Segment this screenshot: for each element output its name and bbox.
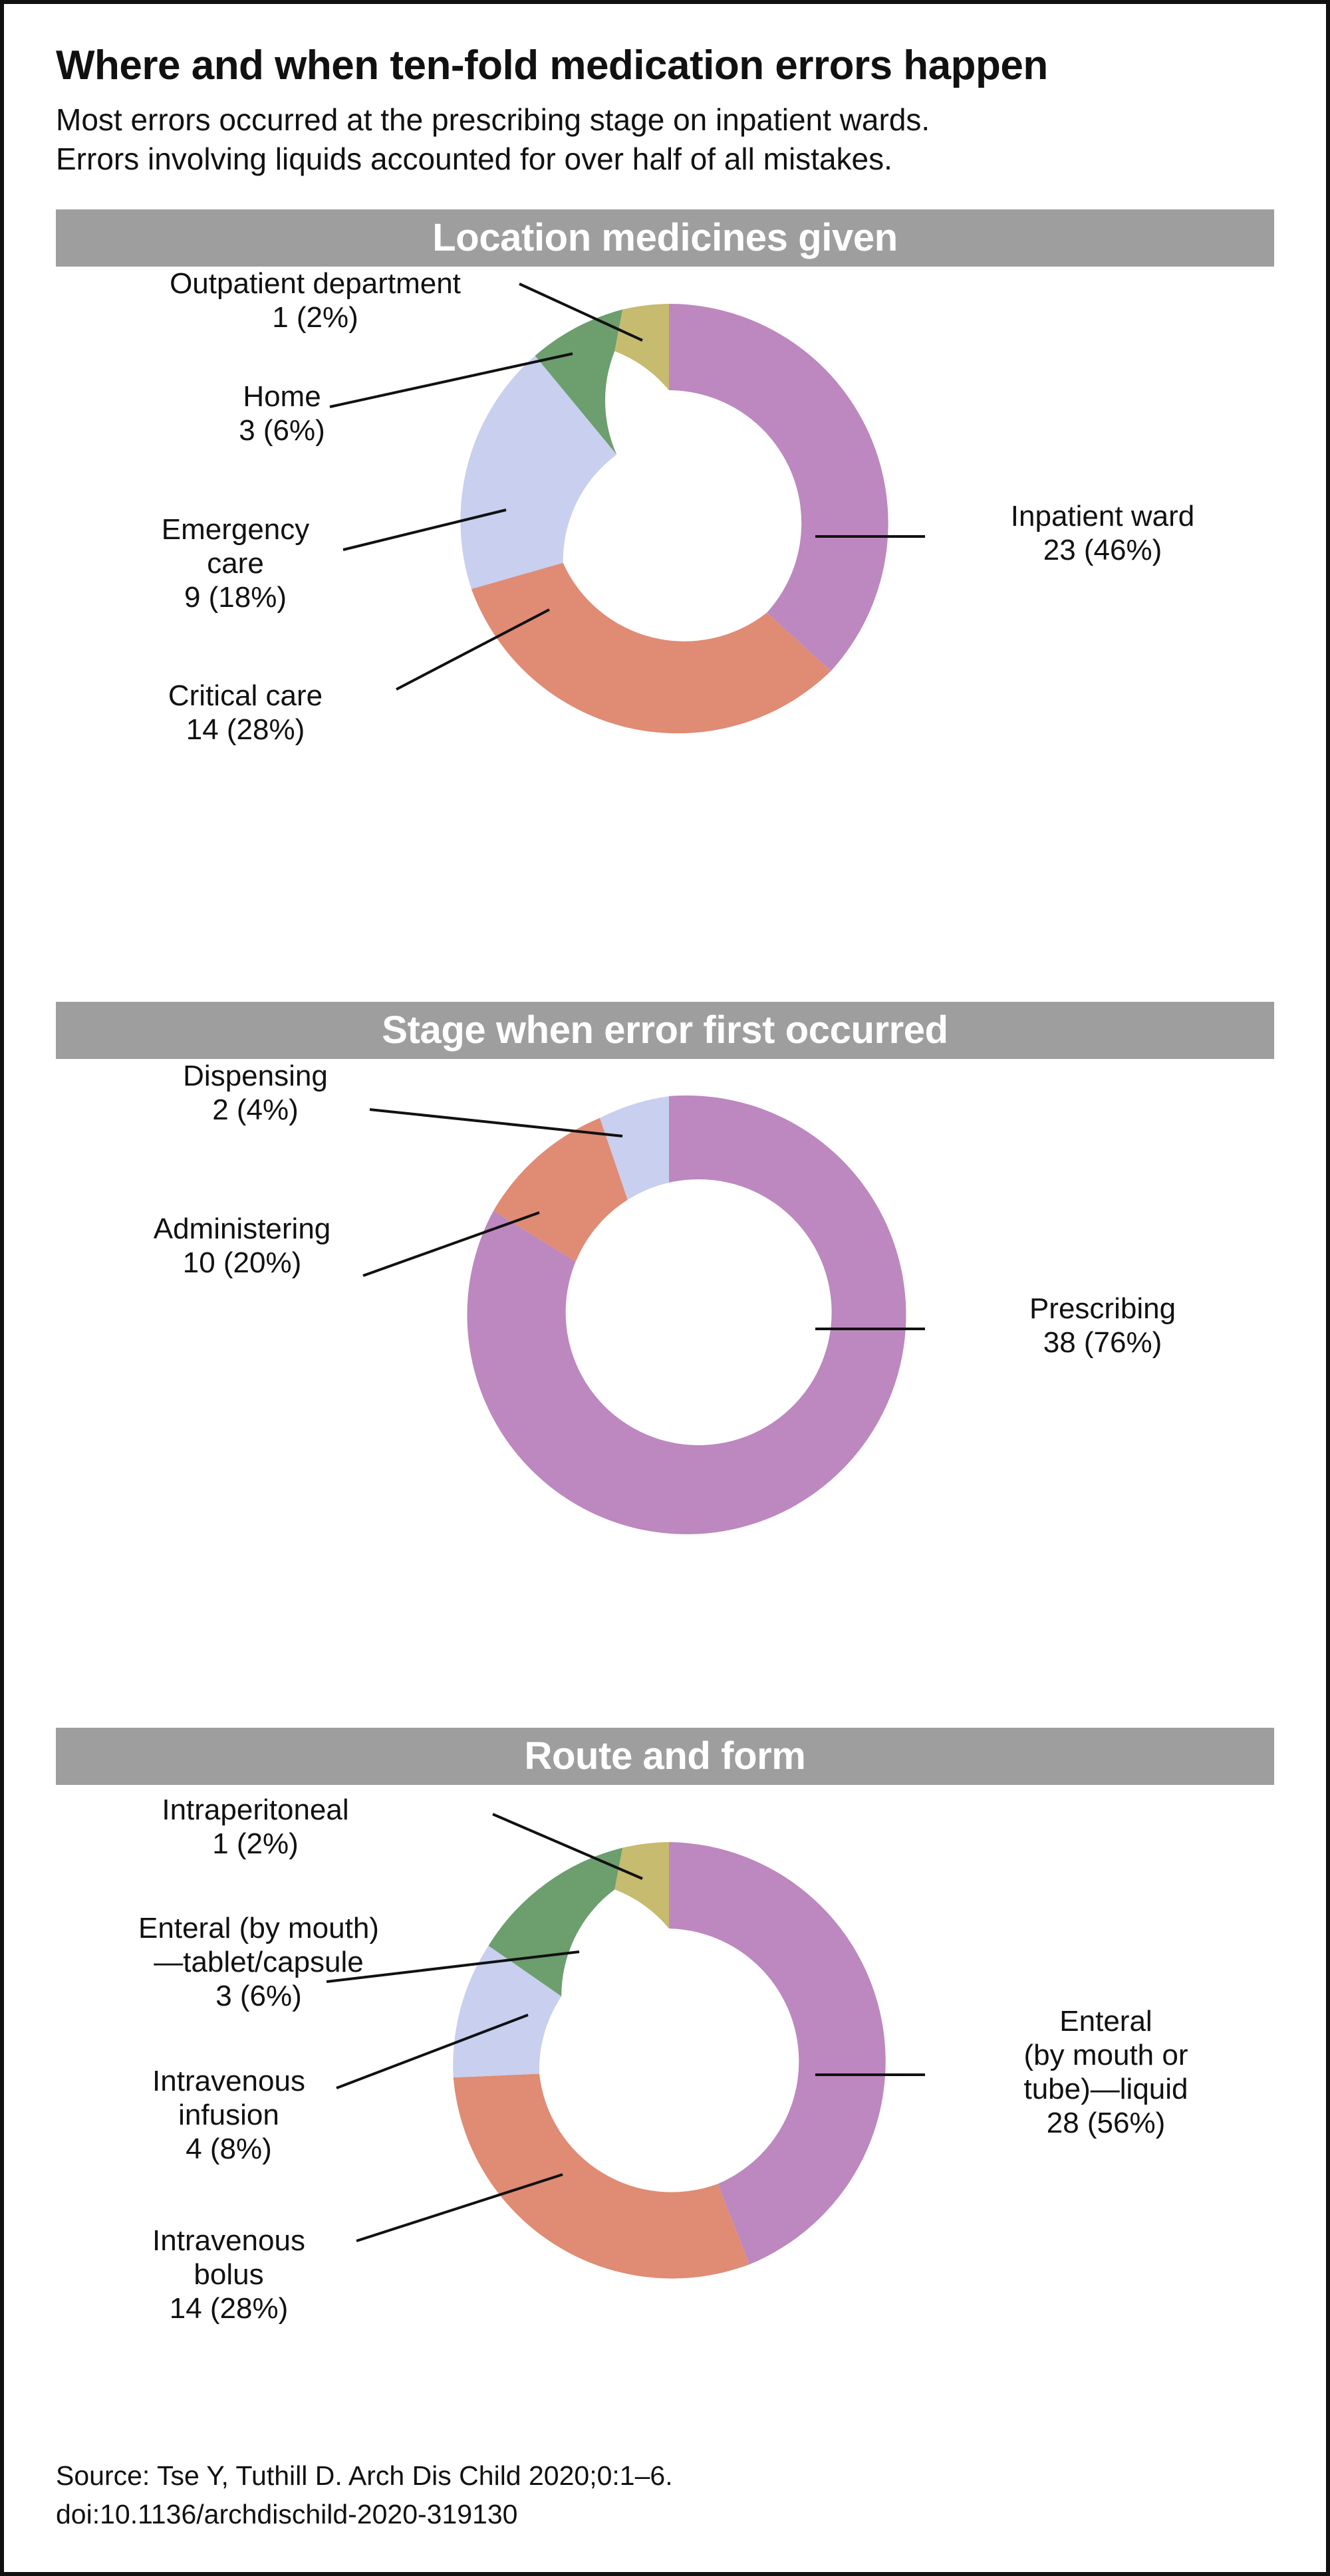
section-title-3: Route and form xyxy=(524,1734,806,1778)
leader-line-dispensing xyxy=(369,1108,623,1137)
donut-chart-1 xyxy=(329,282,925,756)
chart-label-intravenous-bolus: Intravenous bolus 14 (28%) xyxy=(152,2224,305,2325)
chart-label-intraperitoneal: Intraperitoneal 1 (2%) xyxy=(162,1793,349,1860)
donut-slice-emergency-care xyxy=(460,355,617,589)
source-line-1: Source: Tse Y, Tuthill D. Arch Dis Child… xyxy=(56,2460,673,2491)
chart-area-2: Dispensing 2 (4%) Administering 10 (20%)… xyxy=(56,1059,1282,1697)
leader-line-enteral-tablet-capsule xyxy=(326,1950,580,1983)
donut-chart-3 xyxy=(326,1812,925,2294)
donut-slice-intraperitoneal xyxy=(614,1841,669,1929)
chart-label-enteral-tablet-capsule: Enteral (by mouth) —tablet/capsule 3 (6%… xyxy=(138,1911,379,2012)
donut-slice-intravenous-bolus xyxy=(453,2073,750,2279)
source-citation: Source: Tse Y, Tuthill D. Arch Dis Child… xyxy=(56,2456,673,2533)
leader-line-outpatient-department xyxy=(519,282,643,342)
donut-svg-3 xyxy=(326,1812,925,2279)
leader-line-home xyxy=(329,352,573,408)
section-header-bar-3: Route and form xyxy=(56,1727,1274,1785)
donut-slice-inpatient-ward xyxy=(669,303,888,671)
page-subtitle: Most errors occurred at the prescribing … xyxy=(56,100,1274,179)
chart-label-outpatient-department: Outpatient department 1 (2%) xyxy=(170,267,461,334)
chart-area-3: Intraperitoneal 1 (2%) Enteral (by mouth… xyxy=(56,1785,1282,2490)
chart-label-dispensing: Dispensing 2 (4%) xyxy=(183,1059,328,1126)
donut-slice-critical-care xyxy=(471,562,831,733)
donut-slice-enteral-liquid xyxy=(669,1841,886,2264)
leader-lines-1 xyxy=(329,282,925,691)
donut-slice-home xyxy=(535,309,623,455)
section-stage-when-error-first-occurred: Stage when error first occurred xyxy=(56,1001,1274,1697)
donut-svg-1 xyxy=(329,282,925,733)
section-header-bar-1: Location medicines given xyxy=(56,209,1274,267)
leader-line-administering xyxy=(362,1211,540,1277)
donut-chart-2 xyxy=(362,1083,925,1548)
donut-slice-prescribing xyxy=(467,1095,906,1534)
subtitle-line-2: Errors involving liquids accounted for o… xyxy=(56,141,892,176)
section-header-bar-2: Stage when error first occurred xyxy=(56,1001,1274,1059)
section-route-and-form: Route and form xyxy=(56,1727,1274,2490)
chart-label-administering: Administering 10 (20%) xyxy=(153,1212,331,1279)
section-title-2: Stage when error first occurred xyxy=(382,1008,948,1052)
chart-label-inpatient-ward: Inpatient ward 23 (46%) xyxy=(1010,499,1195,566)
leader-lines-2 xyxy=(362,1108,925,1330)
donut-slice-administering xyxy=(493,1117,628,1262)
leader-line-intravenous-infusion xyxy=(336,2013,529,2089)
chart-label-home: Home 3 (6%) xyxy=(239,380,325,447)
section-location-medicines-given: Location medicines given xyxy=(56,209,1274,971)
leader-line-intraperitoneal xyxy=(492,1812,643,1880)
section-title-1: Location medicines given xyxy=(432,215,898,259)
subtitle-line-1: Most errors occurred at the prescribing … xyxy=(56,102,930,137)
chart-label-intravenous-infusion: Intravenous infusion 4 (8%) xyxy=(152,2064,305,2165)
donut-slice-intravenous-infusion xyxy=(453,1945,562,2077)
page-title: Where and when ten-fold medication error… xyxy=(56,43,1048,88)
donut-slice-dispensing xyxy=(600,1096,669,1200)
chart-label-critical-care: Critical care 14 (28%) xyxy=(168,679,323,746)
chart-label-enteral-liquid: Enteral (by mouth or tube)—liquid 28 (56… xyxy=(1023,2004,1188,2139)
leader-line-emergency-care xyxy=(342,508,507,551)
source-line-2: doi:10.1136/archdischild-2020-319130 xyxy=(56,2498,518,2529)
chart-label-prescribing: Prescribing 38 (76%) xyxy=(1029,1292,1176,1359)
donut-svg-2 xyxy=(362,1095,925,1534)
donut-slice-outpatient-department xyxy=(614,303,669,390)
leader-line-critical-care xyxy=(396,608,550,691)
leader-lines-3 xyxy=(326,1812,925,2242)
chart-area-1: Outpatient department 1 (2%) Home 3 (6%)… xyxy=(56,267,1282,971)
chart-label-emergency-care: Emergency care 9 (18%) xyxy=(161,513,310,614)
leader-line-intravenous-bolus xyxy=(356,2172,563,2242)
